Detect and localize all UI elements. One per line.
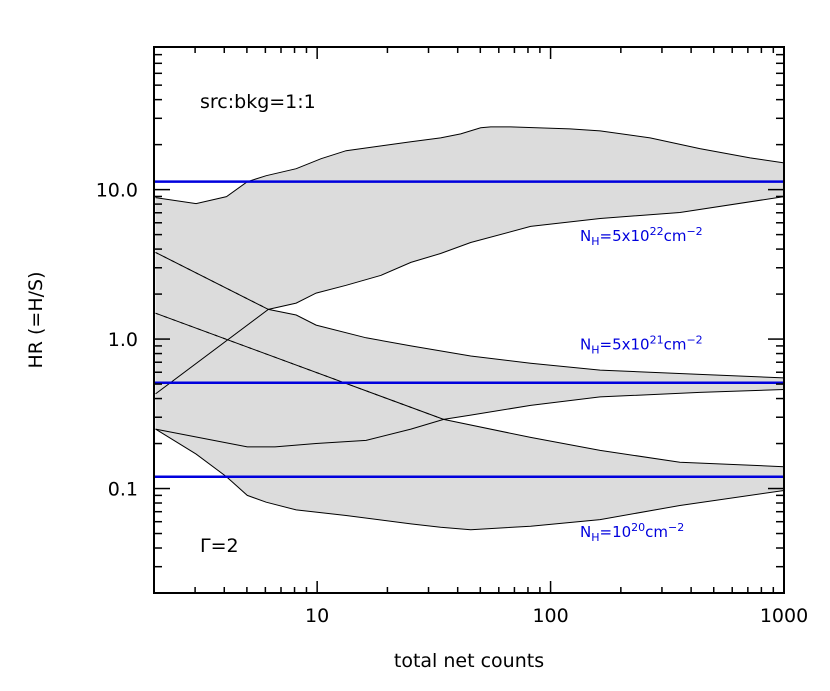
x-tick-label: 100: [532, 605, 568, 627]
y-axis-title: HR (=H/S): [25, 271, 47, 368]
band-upper-edge: [155, 251, 784, 379]
y-tick-label: 1.0: [108, 329, 138, 351]
dashed-line: [155, 312, 444, 420]
y-tick-label: 0.1: [108, 479, 138, 501]
dashed-extension-lines: [155, 251, 444, 420]
nh-label: NH=5x1022cm−2: [580, 225, 703, 248]
source-background-ratio-annotation: src:bkg=1:1: [200, 91, 316, 113]
dashed-line: [155, 251, 269, 310]
band-upper-edge: [155, 126, 784, 205]
x-tick-label: 1000: [760, 605, 808, 627]
photon-index-annotation: Γ=2: [200, 535, 239, 557]
nh-reference-lines: [154, 180, 784, 478]
band-lower-edge: [155, 389, 784, 448]
plot-frame: [153, 46, 785, 594]
nh-label: NH=5x1021cm−2: [580, 333, 703, 356]
band-lower-edge: [155, 428, 784, 531]
confidence-band: [155, 126, 784, 394]
x-axis-title: total net counts: [394, 650, 544, 672]
band-lower-edge: [155, 196, 784, 395]
axis-ticks: [153, 46, 785, 594]
nh-labels: NH=5x1022cm−2NH=5x1021cm−2NH=1020cm−2: [580, 225, 703, 544]
x-tick-label: 10: [305, 605, 329, 627]
band-upper-edge: [155, 312, 784, 468]
nh-label: NH=1020cm−2: [580, 521, 684, 544]
y-tick-label: 10.0: [96, 180, 138, 202]
confidence-bands: [155, 126, 784, 531]
axis-tick-labels: 10 100 1000 0.1 1.0 10.0: [96, 180, 808, 627]
